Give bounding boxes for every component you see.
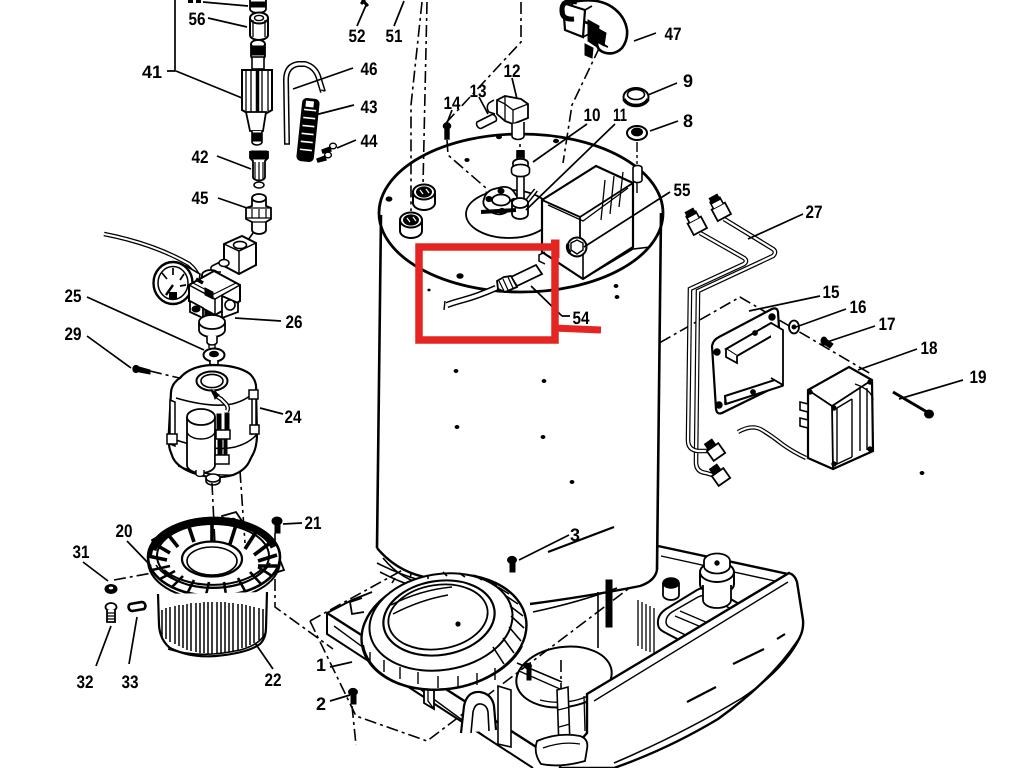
svg-text:52: 52 bbox=[349, 26, 366, 46]
svg-text:12: 12 bbox=[504, 61, 521, 81]
svg-text:10: 10 bbox=[584, 105, 601, 125]
svg-text:51: 51 bbox=[386, 26, 403, 46]
svg-text:8: 8 bbox=[683, 111, 693, 131]
svg-text:21: 21 bbox=[305, 513, 322, 533]
svg-text:9: 9 bbox=[683, 71, 693, 91]
svg-text:29: 29 bbox=[65, 324, 82, 344]
svg-text:18: 18 bbox=[921, 338, 938, 358]
svg-text:45: 45 bbox=[192, 188, 209, 208]
svg-text:43: 43 bbox=[361, 97, 378, 117]
svg-text:41: 41 bbox=[142, 62, 162, 82]
svg-text:15: 15 bbox=[823, 282, 840, 302]
svg-text:33: 33 bbox=[122, 672, 139, 692]
svg-text:22: 22 bbox=[265, 670, 282, 690]
svg-text:19: 19 bbox=[970, 367, 987, 387]
svg-text:25: 25 bbox=[65, 286, 82, 306]
svg-text:27: 27 bbox=[806, 202, 823, 222]
svg-text:1: 1 bbox=[316, 655, 326, 675]
svg-text:55: 55 bbox=[674, 180, 691, 200]
svg-text:24: 24 bbox=[285, 407, 302, 427]
svg-text:46: 46 bbox=[361, 59, 378, 79]
svg-text:32: 32 bbox=[77, 672, 94, 692]
svg-text:31: 31 bbox=[73, 542, 90, 562]
svg-text:13: 13 bbox=[470, 81, 487, 101]
svg-text:20: 20 bbox=[116, 521, 133, 541]
svg-text:44: 44 bbox=[361, 131, 378, 151]
svg-text:47: 47 bbox=[665, 24, 682, 44]
svg-text:2: 2 bbox=[316, 694, 326, 714]
svg-text:26: 26 bbox=[286, 312, 303, 332]
svg-text:14: 14 bbox=[444, 93, 461, 113]
svg-text:42: 42 bbox=[192, 147, 209, 167]
svg-text:54: 54 bbox=[573, 308, 590, 328]
svg-text:56: 56 bbox=[189, 9, 206, 29]
svg-text:16: 16 bbox=[850, 297, 867, 317]
svg-text:3: 3 bbox=[570, 525, 580, 545]
svg-text:11: 11 bbox=[613, 105, 627, 125]
svg-text:17: 17 bbox=[879, 314, 896, 334]
